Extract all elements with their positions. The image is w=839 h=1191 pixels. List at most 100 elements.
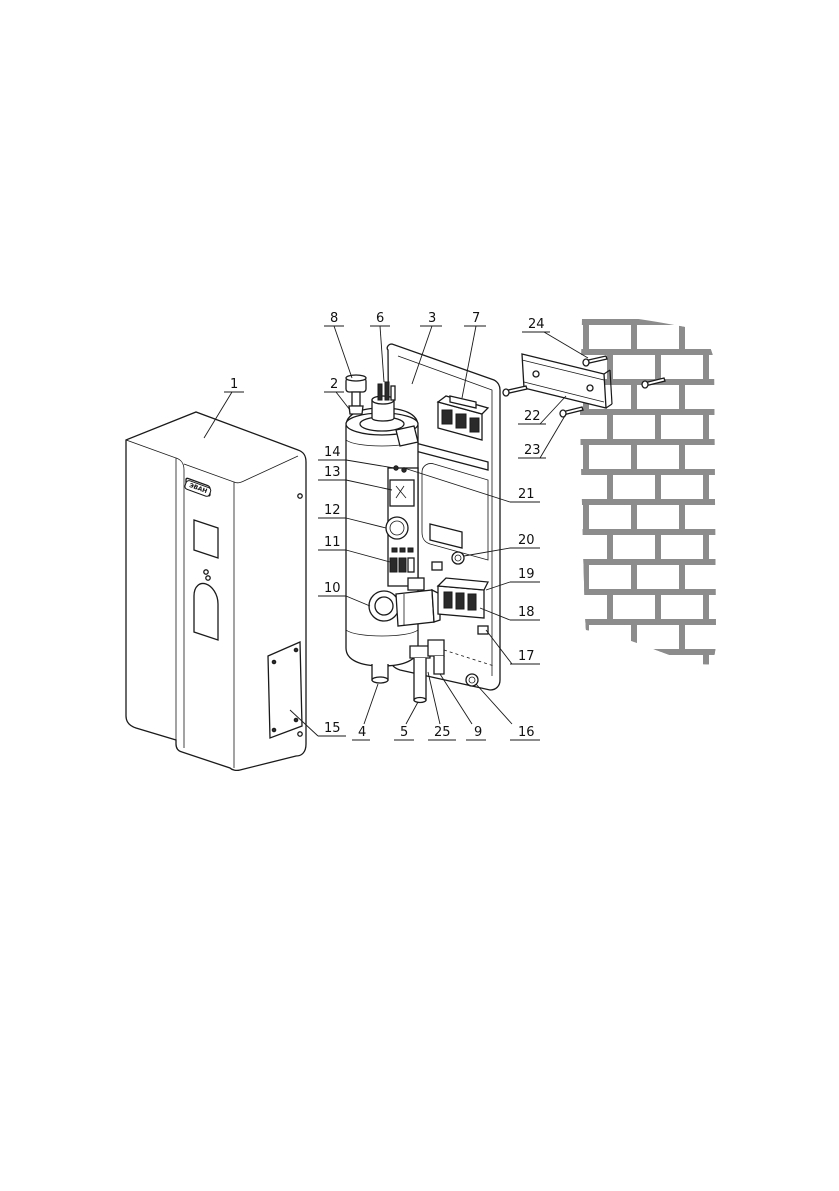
- brick: [607, 469, 661, 505]
- callout-leader-line: [345, 459, 395, 469]
- brick: [679, 439, 716, 475]
- callout-number: 10: [324, 581, 341, 596]
- callout-leader-line: [403, 467, 511, 503]
- callout-10: 10: [318, 581, 371, 607]
- callout-leader-line: [345, 595, 371, 607]
- brick: [607, 529, 661, 565]
- brick: [679, 319, 716, 355]
- brick: [730, 622, 778, 652]
- callout-number: 17: [518, 649, 535, 664]
- air-vent: [345, 374, 367, 415]
- callout-8: 8: [324, 311, 353, 379]
- callout-leader-line: [405, 701, 419, 725]
- callout-9: 9: [439, 673, 486, 741]
- callout-4: 4: [352, 683, 379, 741]
- wall-bracket: [521, 353, 613, 409]
- brick: [679, 559, 716, 595]
- brick: [607, 649, 661, 665]
- brick: [730, 502, 778, 532]
- callout-leader-line: [479, 607, 511, 621]
- callout-number: 6: [376, 311, 384, 326]
- callout-leader-line: [345, 549, 391, 563]
- brick: [730, 562, 778, 592]
- callout-2: 2: [324, 377, 351, 411]
- callout-17: 17: [485, 629, 540, 665]
- screws: [502, 355, 666, 418]
- callout-6: 6: [370, 311, 390, 383]
- brick: [631, 499, 685, 535]
- callout-leader-line: [345, 479, 393, 491]
- brick: [655, 409, 709, 445]
- brand-logo: ЭВАН: [184, 480, 212, 497]
- callout-leader-line: [427, 671, 441, 725]
- brick: [583, 619, 637, 655]
- callout-number: 1: [230, 377, 238, 392]
- brick: [580, 499, 589, 535]
- callout-number: 3: [428, 311, 436, 326]
- brick: [607, 409, 661, 445]
- brick: [703, 649, 716, 665]
- brick: [583, 439, 637, 475]
- brick: [583, 319, 637, 355]
- brick: [631, 379, 685, 415]
- callout-16: 16: [475, 683, 540, 741]
- callout-number: 23: [524, 443, 541, 458]
- brick: [679, 619, 716, 655]
- brick: [703, 589, 716, 625]
- callout-leader-line: [289, 709, 319, 737]
- callout-leader-line: [345, 517, 387, 529]
- brick: [631, 559, 685, 595]
- callout-25: 25: [427, 671, 456, 741]
- brick: [730, 322, 778, 352]
- callout-number: 24: [528, 317, 545, 332]
- callout-number: 22: [524, 409, 541, 424]
- callout-number: 8: [330, 311, 338, 326]
- brick: [580, 319, 589, 355]
- callout-leader-line: [335, 391, 351, 411]
- brick: [580, 439, 589, 475]
- brick: [631, 439, 685, 475]
- callout-leader-line: [485, 581, 511, 591]
- callout-7: 7: [461, 311, 486, 399]
- callout-number: 18: [518, 605, 535, 620]
- callout-14: 14: [318, 445, 395, 469]
- brick: [730, 442, 778, 472]
- control-panel: [385, 465, 419, 587]
- brick: [583, 499, 637, 535]
- brick: [631, 319, 685, 355]
- callout-number: 11: [324, 535, 341, 550]
- brick: [703, 349, 716, 385]
- callout-leader-line: [475, 683, 513, 725]
- callout-22: 22: [518, 395, 567, 425]
- brick: [679, 499, 716, 535]
- callout-15: 15: [289, 709, 346, 737]
- brick: [607, 349, 661, 385]
- callout-5: 5: [394, 701, 419, 741]
- callout-leader-line: [543, 331, 589, 359]
- brick: [580, 619, 589, 655]
- callout-13: 13: [318, 465, 393, 491]
- callout-number: 14: [324, 445, 341, 460]
- top-terminal-block: [436, 395, 490, 441]
- brick: [679, 379, 716, 415]
- front-casing: [125, 411, 307, 772]
- brick: [703, 529, 716, 565]
- callout-number: 25: [434, 725, 451, 740]
- callout-leader-line: [411, 325, 433, 385]
- brick: [580, 649, 613, 665]
- callout-leader-line: [485, 629, 513, 665]
- brick: [655, 349, 709, 385]
- callout-leader-line: [539, 395, 567, 425]
- callout-24: 24: [522, 317, 589, 359]
- callout-23: 23: [518, 413, 567, 459]
- brick: [655, 649, 709, 665]
- callout-number: 16: [518, 725, 535, 740]
- callout-leader-line: [203, 391, 233, 439]
- callout-number: 5: [400, 725, 408, 740]
- callout-12: 12: [318, 503, 387, 529]
- callout-19: 19: [485, 567, 540, 591]
- brick: [607, 589, 661, 625]
- pipes: [371, 639, 495, 704]
- callout-21: 21: [403, 467, 540, 503]
- brick-wall: [580, 319, 778, 665]
